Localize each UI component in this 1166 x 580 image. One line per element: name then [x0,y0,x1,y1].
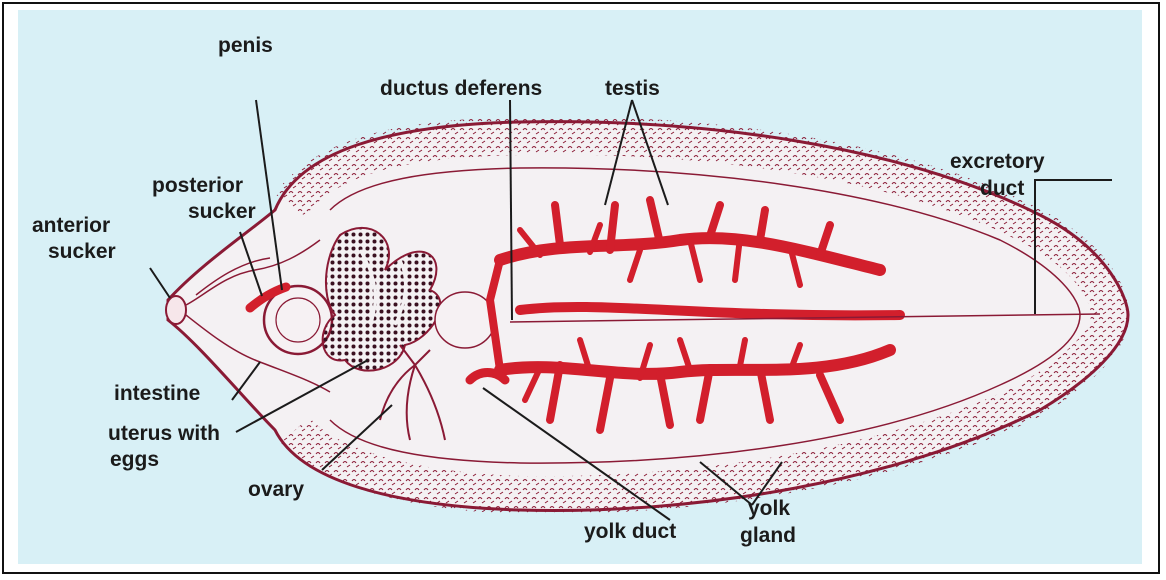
label-posterior-sucker-line1: posterior [152,174,243,197]
label-testis: testis [605,77,660,100]
label-penis: penis [218,34,273,57]
label-yolk-gland-line1: yolk [748,497,790,520]
label-excretory-duct-line1: excretory [950,150,1045,173]
label-ovary: ovary [248,478,304,501]
label-intestine: intestine [114,382,200,405]
label-anterior-sucker-line2: sucker [48,240,116,263]
label-posterior-sucker-line2: sucker [188,200,256,223]
label-uterus-line2: eggs [110,448,159,471]
shell-gland [435,292,495,348]
label-excretory-duct-line2: duct [980,177,1024,200]
label-ductus-deferens: ductus deferens [380,77,542,100]
label-yolk-duct: yolk duct [584,520,676,543]
label-yolk-gland-line2: gland [740,524,796,547]
label-anterior-sucker-line1: anterior [32,214,110,237]
anterior-sucker [166,296,186,324]
label-uterus-line1: uterus with [108,422,220,445]
